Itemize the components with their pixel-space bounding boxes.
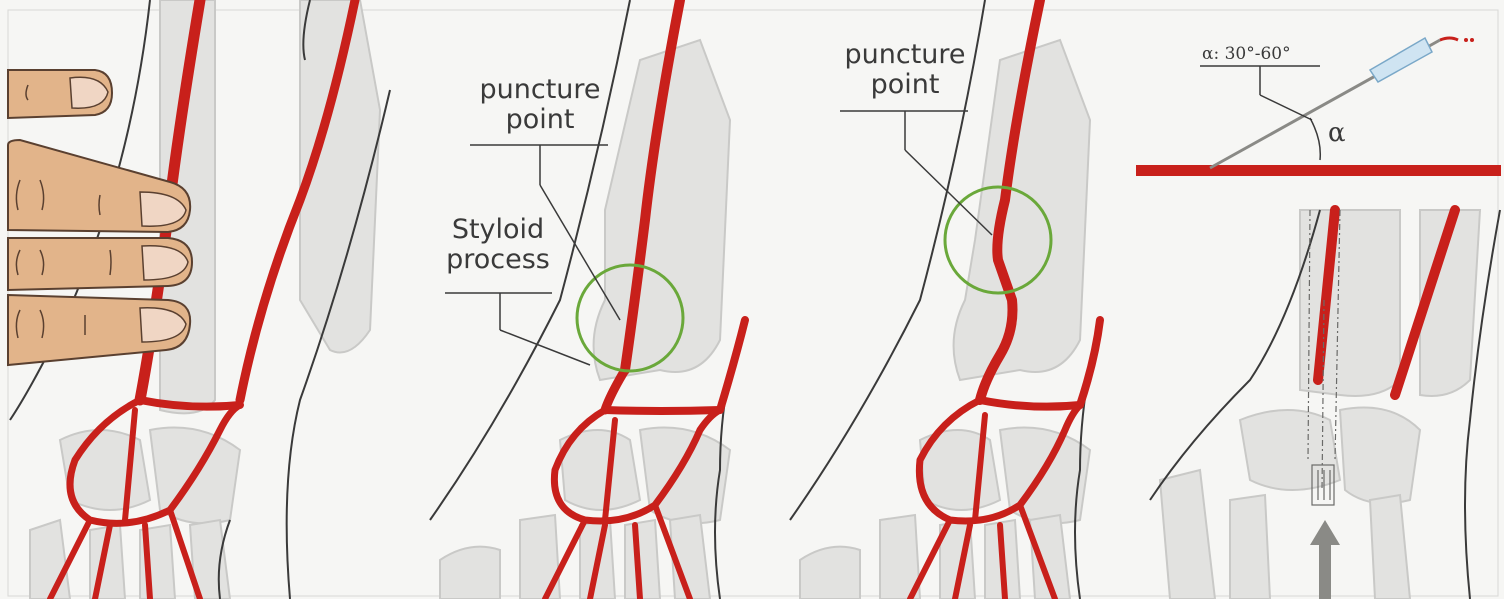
arrow-up-icon <box>1310 520 1340 599</box>
panel-2-puncture-line2: point <box>466 105 614 135</box>
panel-2-puncture-line1: puncture <box>466 75 614 105</box>
panel-2-puncture-label: puncture point <box>466 75 614 135</box>
panel-2-styloid-line1: Styloid <box>438 215 558 245</box>
angle-range-label: α: 30°-60° <box>1202 44 1291 64</box>
panel-3-leader-lines <box>840 111 992 235</box>
panel-2-styloid-line2: process <box>438 245 558 275</box>
panel-3-puncture-line1: puncture <box>834 40 976 70</box>
panel-3-puncture-line2: point <box>834 70 976 100</box>
angle-symbol-label: α <box>1328 118 1346 148</box>
skin-surface-line <box>1136 165 1501 176</box>
panel-3-puncture-label: puncture point <box>834 40 976 100</box>
panel-1-palpation <box>8 0 390 599</box>
panel-4-needle-angle <box>1136 38 1501 599</box>
angle-indicator <box>1200 66 1320 160</box>
panel-2-styloid-label: Styloid process <box>438 215 558 275</box>
